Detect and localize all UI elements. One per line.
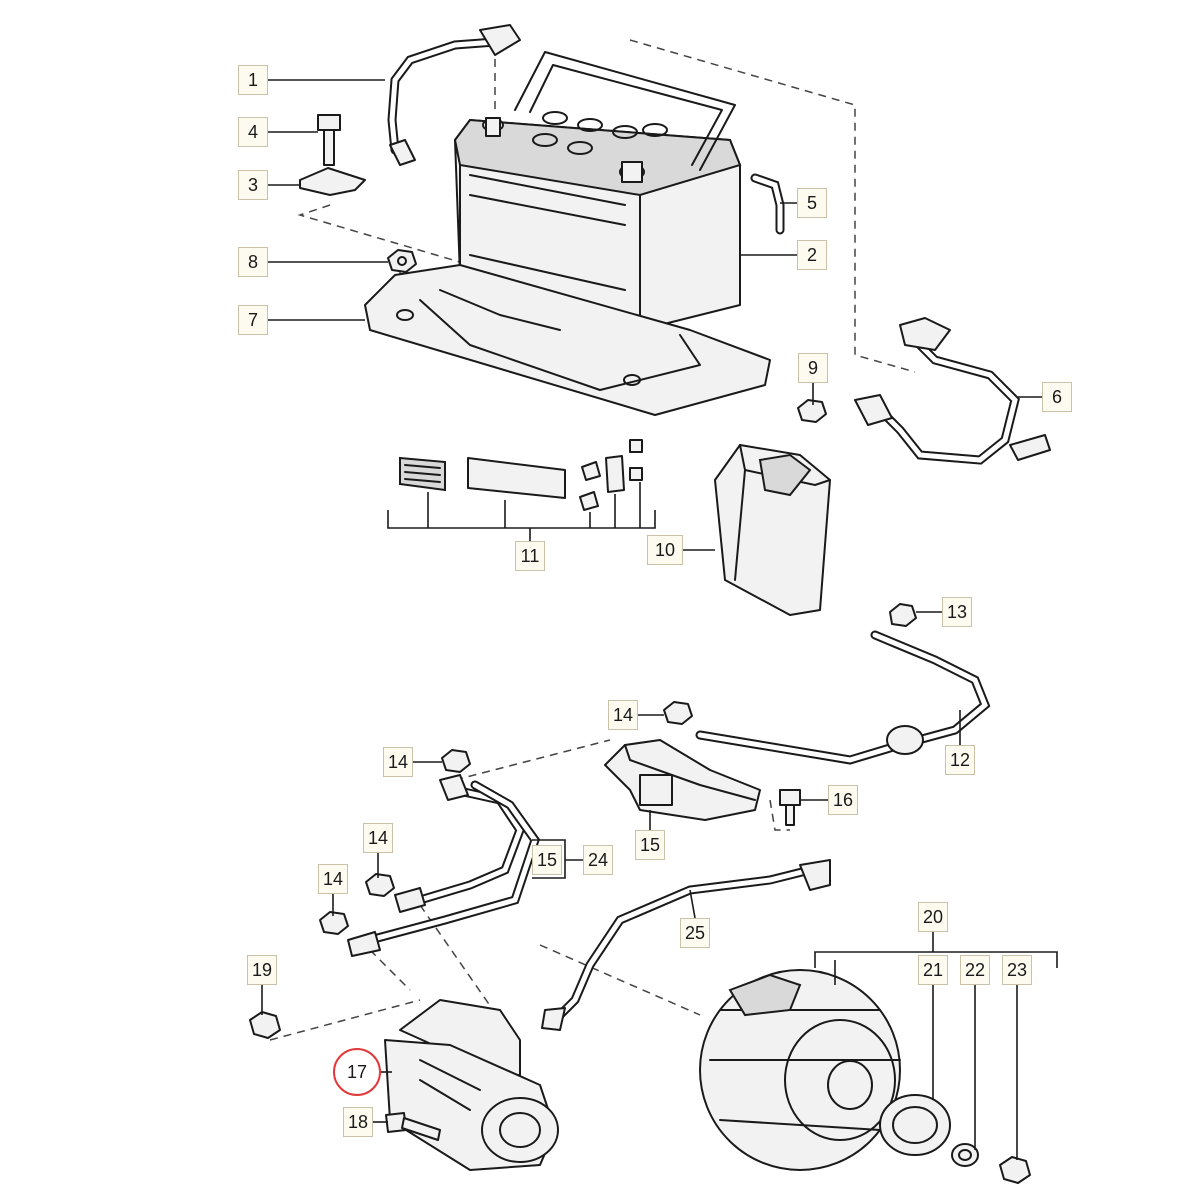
callout-5[interactable]: 5 (797, 188, 827, 218)
starter-motor[interactable] (384, 999, 559, 1171)
vent-elbow[interactable] (750, 173, 785, 235)
cable-nut[interactable] (889, 603, 917, 627)
alternator-cable[interactable] (541, 859, 831, 1031)
battery-clamp[interactable] (299, 167, 366, 196)
callout-15-cables[interactable]: 15 (532, 845, 562, 875)
callout-21[interactable]: 21 (918, 955, 948, 985)
starter-cables[interactable] (347, 774, 540, 957)
battery-control-unit[interactable] (714, 444, 831, 616)
pulley-nut[interactable] (999, 1156, 1031, 1184)
positive-cable[interactable] (695, 630, 991, 765)
pulley-washer[interactable] (951, 1143, 979, 1167)
clamp-bolt[interactable] (317, 114, 341, 166)
junction-block[interactable] (604, 739, 761, 821)
starter-bolt[interactable] (385, 1112, 441, 1141)
callout-18[interactable]: 18 (343, 1107, 373, 1137)
alternator-pulley[interactable] (879, 1094, 951, 1156)
callout-1[interactable]: 1 (238, 65, 268, 95)
callout-23[interactable]: 23 (1002, 955, 1032, 985)
callout-4[interactable]: 4 (238, 117, 268, 147)
control-unit-nut[interactable] (797, 399, 827, 423)
callout-19[interactable]: 19 (247, 955, 277, 985)
callout-14-cable[interactable]: 14 (383, 747, 413, 777)
battery-cable-sensor[interactable] (854, 317, 1051, 465)
callout-22[interactable]: 22 (960, 955, 990, 985)
callout-14-upper[interactable]: 14 (363, 823, 393, 853)
callout-9[interactable]: 9 (798, 353, 828, 383)
callout-24[interactable]: 24 (583, 845, 613, 875)
battery-tray[interactable] (364, 264, 771, 416)
callout-25[interactable]: 25 (680, 918, 710, 948)
starter-nut[interactable] (249, 1011, 281, 1039)
junction-bolt[interactable] (779, 789, 801, 826)
callout-8[interactable]: 8 (238, 247, 268, 277)
callout-13[interactable]: 13 (942, 597, 972, 627)
callout-10[interactable]: 10 (647, 535, 683, 565)
tray-nut[interactable] (387, 249, 417, 273)
battery[interactable] (453, 51, 742, 331)
callout-6[interactable]: 6 (1042, 382, 1072, 412)
callout-12[interactable]: 12 (945, 745, 975, 775)
callout-14-lower[interactable]: 14 (318, 864, 348, 894)
nuts-14[interactable] (319, 701, 693, 935)
callout-20[interactable]: 20 (918, 902, 948, 932)
callout-17-highlighted[interactable]: 17 (333, 1048, 381, 1096)
callout-3[interactable]: 3 (238, 170, 268, 200)
ground-strap-cable[interactable] (387, 24, 521, 166)
callout-16[interactable]: 16 (828, 785, 858, 815)
callout-7[interactable]: 7 (238, 305, 268, 335)
alternator[interactable] (699, 969, 901, 1171)
callout-15-block[interactable]: 15 (635, 830, 665, 860)
callout-14-junction[interactable]: 14 (608, 700, 638, 730)
callout-leader-lines (261, 79, 1058, 1160)
callout-11[interactable]: 11 (515, 541, 545, 571)
small-parts-kit[interactable] (387, 439, 656, 542)
assembly-dashed-lines (269, 39, 916, 1041)
callout-2[interactable]: 2 (797, 240, 827, 270)
